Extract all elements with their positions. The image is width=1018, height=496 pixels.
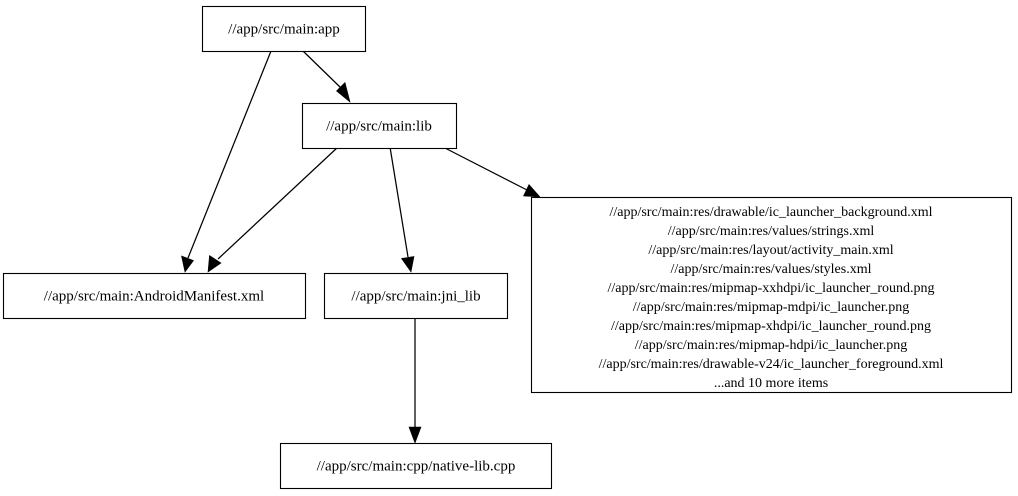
- edge-lib-to-res-group: [442, 146, 541, 198]
- edge-line: [187, 50, 272, 259]
- edge-line: [217, 146, 339, 260]
- edge-lib-to-androidmanifest: [207, 146, 339, 273]
- node-group: //app/src/main:app //app/src/main:lib //…: [2, 5, 1013, 490]
- arrowhead-icon: [207, 254, 222, 273]
- res-line-5: //app/src/main:res/mipmap-xxhdpi/ic_laun…: [608, 281, 935, 296]
- edge-jni-lib-to-native-lib: [408, 318, 422, 444]
- node-box[interactable]: [2, 272, 307, 320]
- arrowhead-icon: [336, 81, 351, 103]
- edge-lib-to-jni-lib: [389, 146, 415, 273]
- node-box[interactable]: [301, 102, 458, 150]
- arrowhead-icon: [181, 255, 194, 273]
- res-line-3: //app/src/main:res/layout/activity_main.…: [648, 243, 893, 258]
- node-native-lib-cpp[interactable]: //app/src/main:cpp/native-lib.cpp: [279, 442, 553, 490]
- node-lib[interactable]: //app/src/main:lib: [301, 102, 458, 150]
- edge-app-to-androidmanifest: [181, 50, 272, 273]
- res-line-8: //app/src/main:res/mipmap-hdpi/ic_launch…: [635, 338, 908, 353]
- edge-line: [389, 146, 409, 258]
- node-box[interactable]: [323, 272, 509, 320]
- node-box[interactable]: [201, 5, 367, 53]
- res-line-6: //app/src/main:res/mipmap-mdpi/ic_launch…: [633, 300, 909, 315]
- res-line-4: //app/src/main:res/values/styles.xml: [670, 262, 871, 277]
- node-label: //app/src/main:app: [228, 21, 340, 37]
- node-label: //app/src/main:jni_lib: [351, 288, 480, 304]
- res-line-2: //app/src/main:res/values/strings.xml: [668, 224, 875, 239]
- node-app[interactable]: //app/src/main:app: [201, 5, 367, 53]
- res-line-10: ...and 10 more items: [714, 376, 828, 391]
- res-line-9: //app/src/main:res/drawable-v24/ic_launc…: [599, 357, 944, 372]
- node-box[interactable]: [530, 196, 1013, 394]
- node-label: //app/src/main:lib: [326, 118, 432, 134]
- edge-app-to-lib: [302, 50, 351, 103]
- node-label: //app/src/main:cpp/native-lib.cpp: [317, 458, 516, 474]
- node-box[interactable]: [279, 442, 553, 490]
- res-line-7: //app/src/main:res/mipmap-xhdpi/ic_launc…: [611, 319, 931, 334]
- edge-line: [302, 50, 342, 89]
- edge-line: [442, 146, 528, 191]
- arrowhead-icon: [408, 426, 422, 444]
- arrowhead-icon: [523, 183, 541, 198]
- edge-group: [181, 50, 541, 444]
- node-androidmanifest[interactable]: //app/src/main:AndroidManifest.xml: [2, 272, 307, 320]
- node-res-group[interactable]: //app/src/main:res/drawable/ic_launcher_…: [530, 196, 1013, 394]
- arrowhead-icon: [400, 256, 415, 273]
- node-jni-lib[interactable]: //app/src/main:jni_lib: [323, 272, 509, 320]
- node-label: //app/src/main:AndroidManifest.xml: [44, 288, 264, 304]
- res-line-1: //app/src/main:res/drawable/ic_launcher_…: [609, 205, 932, 220]
